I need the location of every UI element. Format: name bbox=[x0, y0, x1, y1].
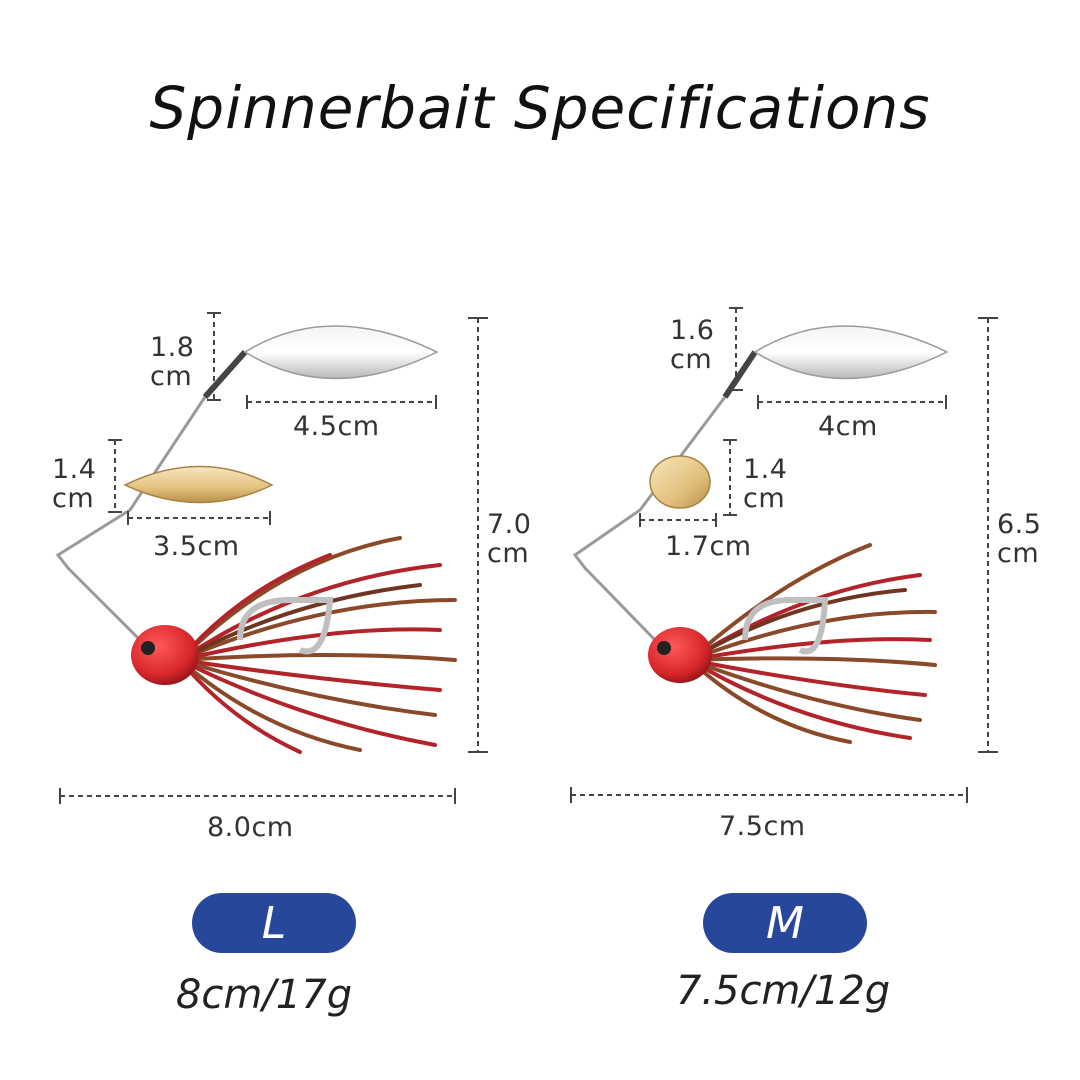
top-blade-length-label: 4cm bbox=[818, 411, 878, 442]
wire bbox=[572, 396, 727, 642]
total-length-label: 8.0cm bbox=[207, 812, 294, 843]
dimension-ticks bbox=[570, 307, 998, 803]
swivel bbox=[202, 350, 248, 399]
eye bbox=[141, 641, 155, 655]
dimension-ticks bbox=[59, 312, 488, 804]
total-height-label: 7.0 cm bbox=[487, 509, 532, 569]
small-blade bbox=[649, 455, 711, 509]
small-blade-length-label: 3.5cm bbox=[153, 531, 240, 562]
small-blade bbox=[123, 465, 274, 504]
hook bbox=[742, 597, 829, 655]
dimension-lines bbox=[571, 308, 989, 796]
size-spec-l: 8cm/17g bbox=[175, 972, 353, 1018]
size-spec-m: 7.5cm/12g bbox=[675, 968, 891, 1014]
total-length-label: 7.5cm bbox=[719, 811, 806, 842]
size-badge-l: L bbox=[192, 893, 356, 953]
dimension-lines bbox=[60, 313, 479, 797]
jig-head bbox=[131, 625, 199, 685]
page-title: Spinnerbait Specifications bbox=[149, 74, 931, 142]
size-badge-m: M bbox=[703, 893, 867, 953]
wire bbox=[55, 396, 207, 642]
top-blade-height-label: 1.6 cm bbox=[670, 315, 715, 375]
lure-m-illustration bbox=[570, 307, 998, 803]
skirt bbox=[178, 536, 457, 754]
total-height-label: 6.5 cm bbox=[997, 509, 1042, 569]
top-blade bbox=[243, 325, 439, 380]
jig-head bbox=[648, 627, 712, 683]
eye bbox=[657, 641, 671, 655]
lure-m-panel: 1.6 cm 4cm 1.4 cm 1.7cm 6.5 cm 7.5cm M 7… bbox=[510, 0, 1050, 1080]
top-blade-length-label: 4.5cm bbox=[293, 411, 380, 442]
hook bbox=[237, 597, 334, 655]
small-blade-height-label: 1.4 cm bbox=[743, 454, 788, 514]
skirt bbox=[688, 543, 937, 744]
lure-l-panel: 1.8 cm 4.5cm 1.4 cm 3.5cm 7.0 cm 8.0cm L… bbox=[52, 312, 532, 1018]
top-blade bbox=[753, 325, 949, 380]
small-blade-height-label: 1.4 cm bbox=[52, 454, 97, 514]
small-blade-length-label: 1.7cm bbox=[665, 531, 752, 562]
top-blade-height-label: 1.8 cm bbox=[150, 332, 195, 392]
lure-l-illustration bbox=[55, 312, 488, 804]
